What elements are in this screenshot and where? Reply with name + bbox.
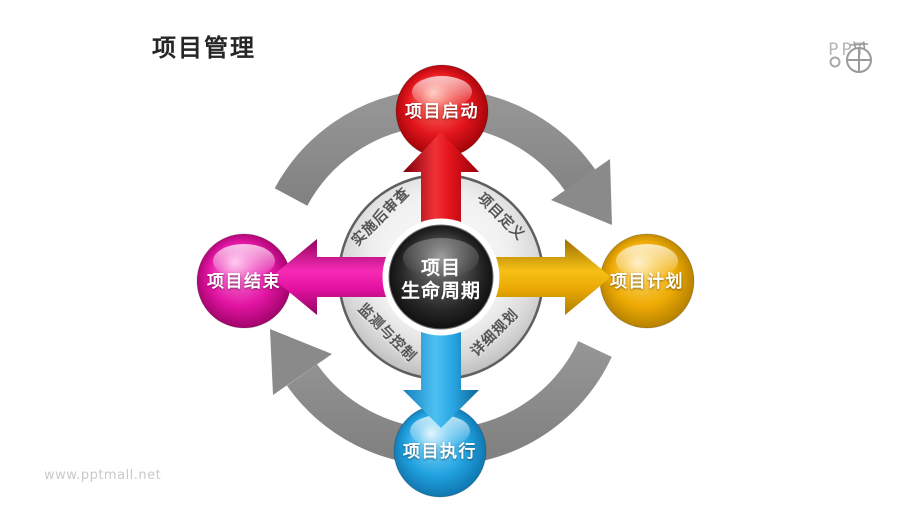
node-closure-gloss xyxy=(213,244,275,278)
node-execution-label: 项目执行 xyxy=(403,441,477,462)
flow-arc-top-arrowhead xyxy=(551,159,612,225)
center-sphere: 项目 生命周期 xyxy=(382,218,500,336)
watermark: www.pptmall.net xyxy=(44,468,162,483)
node-execution xyxy=(393,404,487,498)
center-label-line1: 项目 xyxy=(421,257,461,279)
node-initiation xyxy=(395,64,489,158)
brand-logo: PPT xyxy=(828,40,873,73)
node-execution-gloss xyxy=(410,415,470,447)
node-initiation-label: 项目启动 xyxy=(405,101,479,122)
node-closure-label: 项目结束 xyxy=(207,271,281,292)
node-planning-label: 项目计划 xyxy=(610,271,684,292)
center-sphere-white-rim xyxy=(382,218,500,336)
flow-arc-bottom-arrowhead xyxy=(270,329,332,395)
page-title: 项目管理 xyxy=(152,34,256,62)
node-planning-gloss xyxy=(616,244,678,278)
pptmall-logo-icon xyxy=(829,41,873,73)
center-label-line2: 生命周期 xyxy=(401,279,481,302)
center-sphere-gloss xyxy=(403,238,479,278)
node-initiation-gloss xyxy=(412,76,472,108)
